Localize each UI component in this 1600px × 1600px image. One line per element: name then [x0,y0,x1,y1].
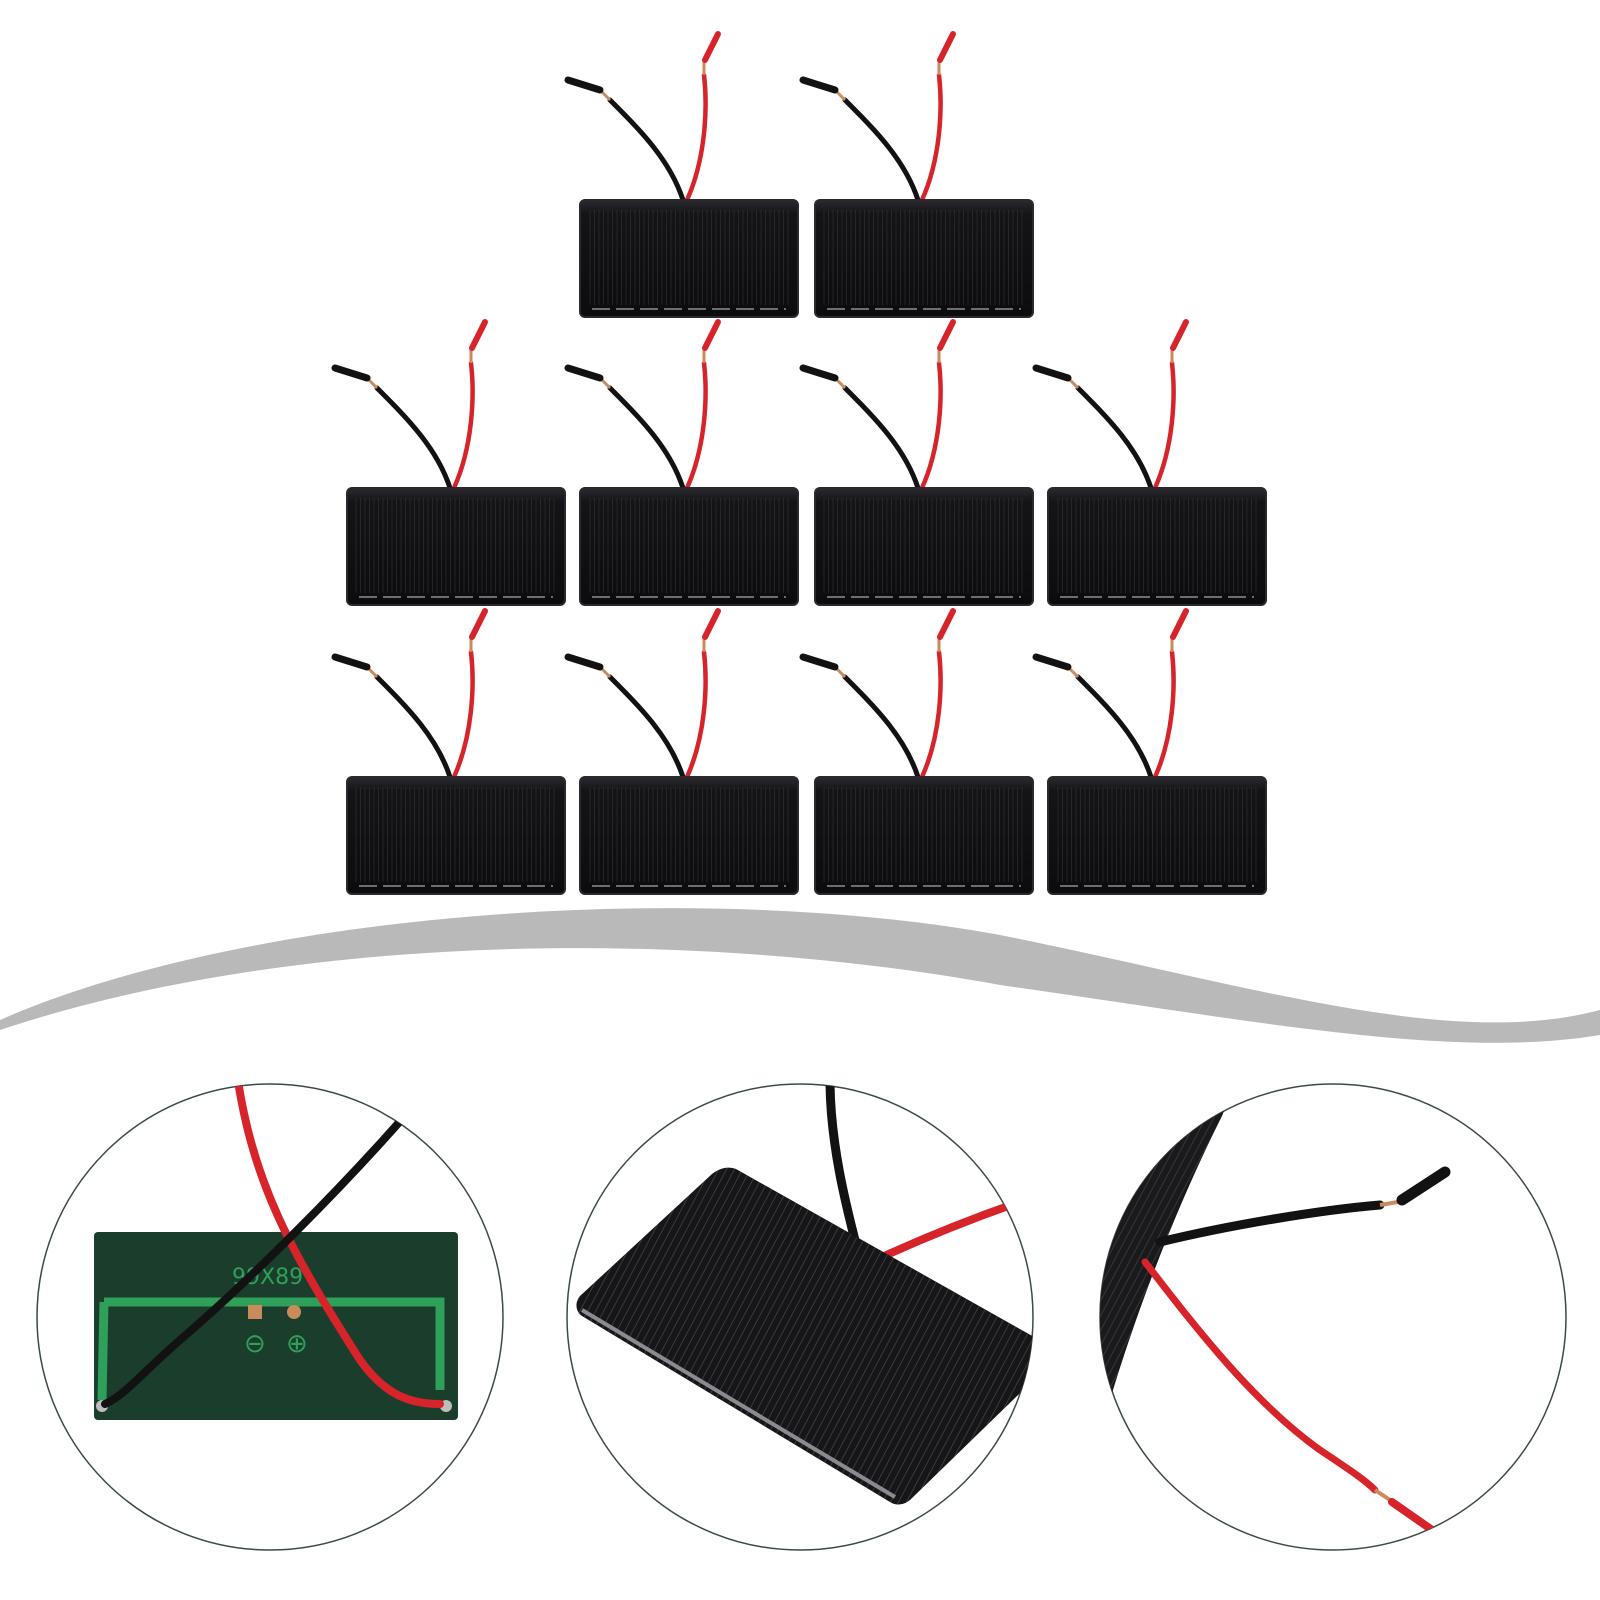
solder-pad [287,1305,301,1319]
decorative-swoosh [0,908,1600,1043]
red-wire-tip [1388,1498,1439,1536]
back-side-view: 99X89 ⊖ ⊕ [36,1083,504,1551]
solar-panel-grid [331,31,1267,895]
mini-solar-panel [799,608,1034,895]
black-wire-tip [799,653,839,671]
solder-pad [248,1305,262,1319]
red-wire [684,360,708,491]
red-wire-tip [937,608,956,640]
black-wire-tip [564,76,604,94]
red-wire-tip [702,319,721,351]
red-wire-tip [469,319,488,351]
red-wire [919,360,943,491]
black-wire [842,97,921,203]
mini-solar-panel [331,608,566,895]
red-wire-tip [937,319,956,351]
red-wire [231,1084,444,1408]
edge-close-up-view [1099,1083,1567,1551]
red-wire-tip [702,608,721,640]
black-wire [1075,674,1154,780]
mini-solar-panel [799,31,1034,318]
black-wire-tip [799,76,839,94]
red-wire [1152,649,1176,780]
black-wire-tip [799,364,839,382]
black-wire [374,674,453,780]
red-wire-tip [1170,319,1189,351]
angled-front-view [566,1083,1034,1551]
red-wire [451,360,475,491]
red-wire [919,72,943,203]
red-wire [1141,1258,1379,1494]
black-wire [101,1106,414,1408]
mini-solar-panel [1032,608,1267,895]
red-wire [1152,360,1176,491]
black-wire-tip [1032,364,1072,382]
red-wire-tip [1170,608,1189,640]
black-wire [842,674,921,780]
black-wire-tip [1396,1166,1451,1206]
red-wire [919,649,943,780]
mini-solar-panel [564,608,799,895]
positive-terminal-symbol: ⊕ [286,1329,308,1359]
mini-solar-panel [331,319,566,606]
black-wire-tip [331,364,371,382]
mini-solar-panel [1032,319,1267,606]
red-wire [451,649,475,780]
black-wire-tip [564,364,604,382]
red-wire [684,72,708,203]
mini-solar-panel [799,319,1034,606]
negative-terminal-symbol: ⊖ [244,1329,266,1359]
black-wire [607,97,686,203]
black-wire-tip [331,653,371,671]
black-wire [1075,385,1154,491]
red-wire [684,649,708,780]
black-wire [374,385,453,491]
black-wire [607,385,686,491]
black-wire-tip [564,653,604,671]
black-wire [607,674,686,780]
pcb-board [94,1232,458,1420]
black-wire [1155,1200,1385,1247]
red-wire-tip [937,31,956,63]
black-wire-tip [1032,653,1072,671]
mini-solar-panel [564,31,799,318]
red-wire-tip [469,608,488,640]
black-wire [842,385,921,491]
mini-solar-panel [564,319,799,606]
red-wire-tip [702,31,721,63]
